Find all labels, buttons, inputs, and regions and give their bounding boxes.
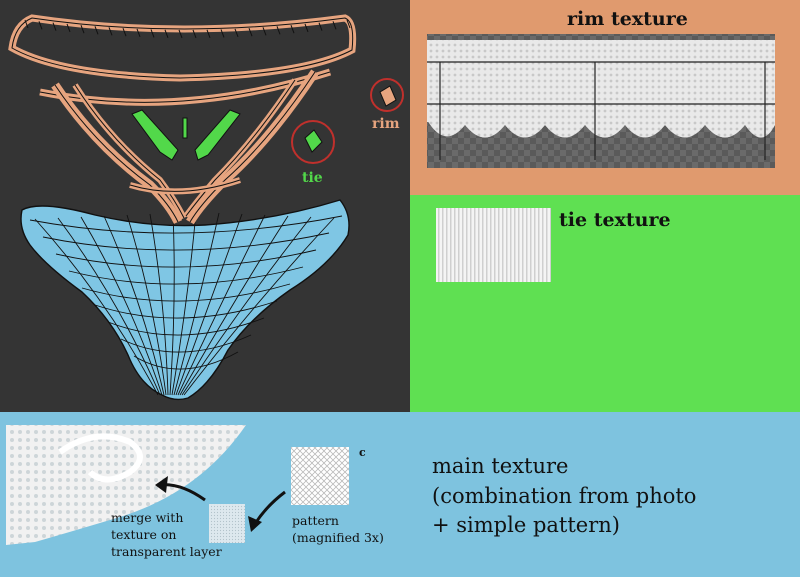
mesh-wire [80, 216, 163, 396]
mesh-wire [169, 212, 175, 396]
merged-swatch [209, 504, 245, 543]
rim-tick [276, 26, 281, 35]
rim-tick [178, 29, 183, 39]
rim-tick [38, 21, 43, 30]
rim-tick [192, 29, 197, 39]
rim-piece [379, 85, 397, 107]
uv-viewport: rim tie [0, 0, 410, 412]
rim-tick [136, 28, 141, 38]
lace-photo [6, 425, 246, 545]
rim-tick [290, 25, 295, 34]
rim-tick [66, 23, 71, 33]
mesh-wire [173, 212, 220, 396]
mesh-wire [34, 218, 159, 396]
rim-tick [122, 27, 127, 37]
rim-tick [80, 25, 85, 34]
main-texture-title: main texture [432, 454, 569, 478]
main-mesh [20, 199, 350, 401]
merge-label-line3: transparent layer [111, 544, 222, 559]
rim-texture-panel: rim texture [410, 0, 800, 195]
mesh-wire [120, 334, 252, 353]
rim-mesh [8, 14, 357, 225]
mesh-drawing [8, 14, 404, 401]
mesh-wire [42, 232, 330, 251]
mesh-wire [81, 283, 291, 302]
rim-tick [52, 22, 57, 31]
pattern-magnified [291, 447, 349, 505]
mesh-wire [103, 215, 165, 396]
tie-mesh [131, 109, 323, 161]
tie-texture-panel: tie texture [410, 195, 800, 412]
mesh-wire [179, 215, 289, 396]
rim-tick [108, 27, 113, 36]
mesh-wire [183, 217, 335, 396]
main-texture-subtitle-2: + simple pattern) [432, 513, 620, 537]
mesh-wire [171, 211, 197, 396]
main-texture-panel: c merge with texture on transparent laye… [0, 412, 800, 577]
rim-tick [164, 29, 169, 38]
rim-tick [262, 27, 267, 36]
rim-tick [318, 22, 323, 31]
pattern-label-line2: (magnified 3x) [292, 530, 384, 545]
rim-callout-label: rim [372, 116, 400, 132]
main-texture-drawing [6, 425, 349, 545]
mesh-wire [107, 317, 265, 336]
mesh-wire [29, 215, 343, 234]
mesh-wire [126, 214, 167, 396]
tie-texture-image [436, 208, 551, 282]
rim-tick [346, 19, 351, 29]
rim-texture-title: rim texture [567, 8, 688, 30]
rim-tick [150, 29, 155, 38]
rim-tick [248, 27, 253, 37]
mesh-wire [175, 213, 243, 396]
rim-tick [220, 29, 225, 38]
tiny-pattern-mark: c [359, 446, 366, 459]
merge-label-line2: texture on [111, 527, 177, 542]
rim-tick [234, 28, 239, 38]
tie-texture-title: tie texture [559, 209, 671, 231]
rim-tick [304, 23, 309, 33]
tie-callout-circle [291, 120, 335, 164]
merge-label-line1: merge with [111, 510, 184, 525]
mesh-wire [177, 214, 266, 396]
rim-tick [332, 21, 337, 30]
main-texture-subtitle-1: (combination from photo [432, 484, 697, 508]
rim-callout-circle [370, 78, 404, 112]
rim-tick [206, 29, 211, 38]
rim-texture-image [427, 34, 775, 168]
mesh-wire [57, 217, 161, 396]
tie-callout-label: tie [302, 170, 323, 186]
mesh-wire [149, 213, 169, 396]
mesh-wire [68, 266, 304, 285]
mesh-wire [133, 351, 239, 370]
rim-tick [94, 26, 99, 35]
rim-tick [24, 19, 29, 29]
mesh-wire [181, 216, 312, 396]
pattern-label-line1: pattern [292, 513, 339, 528]
